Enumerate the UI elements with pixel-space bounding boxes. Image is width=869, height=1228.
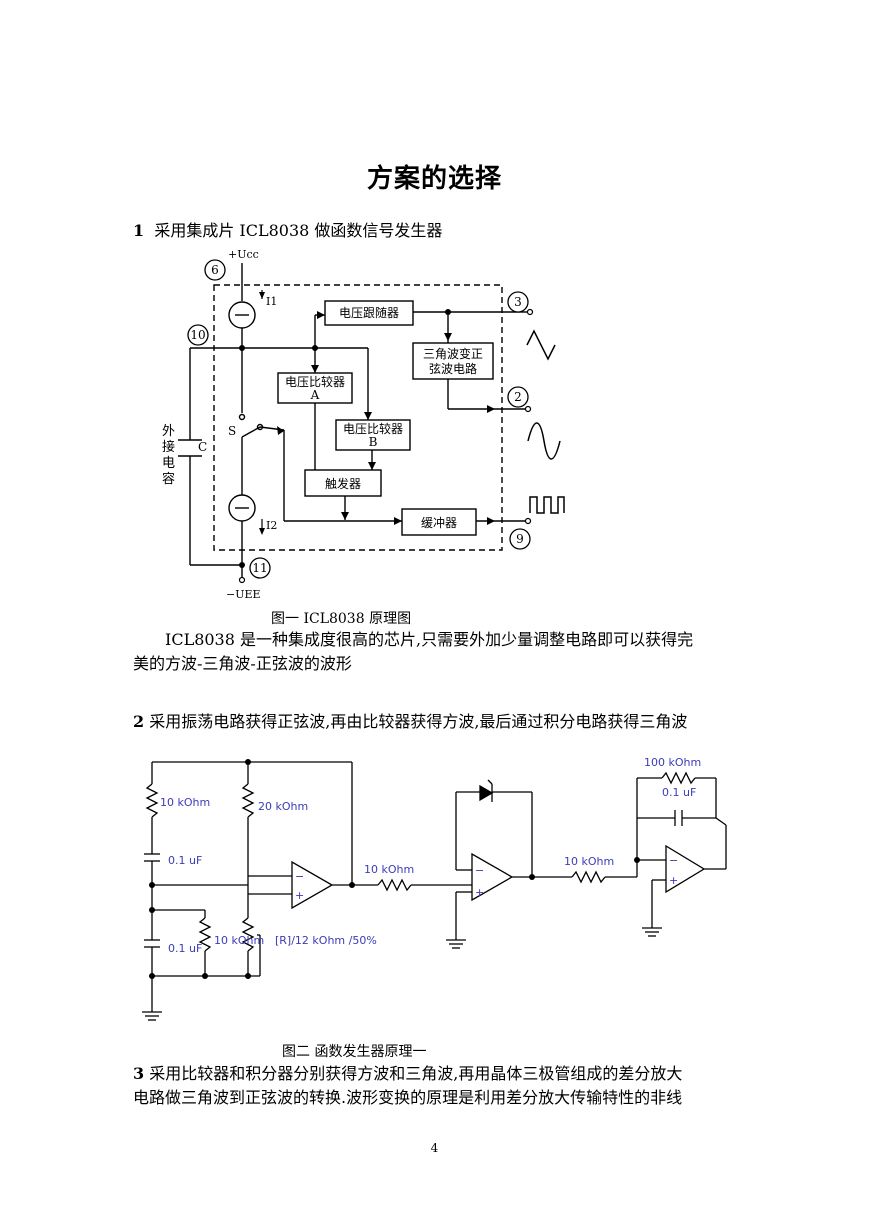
opamp-comparator — [291, 860, 334, 910]
comparator-a-label: 电压比较器 — [285, 374, 345, 389]
pin-6-label: 6 — [211, 263, 219, 277]
function-generator-schematic: − + − + − + 10 kOhm 20 kOhm 0.1 uF 0.1 u… — [142, 756, 727, 1021]
label-c2: 0.1 uF — [168, 942, 202, 955]
voltage-follower-block — [324, 300, 414, 326]
label-r3: 10 kOhm — [214, 934, 264, 947]
capacitor-label: C — [198, 440, 207, 454]
figure1-caption: 图一 ICL8038 原理图 — [271, 611, 412, 627]
zener-diode — [479, 784, 494, 802]
section1-para-line2: 美的方波-三角波-正弦波的波形 — [133, 654, 352, 673]
pin-11-label: 11 — [252, 561, 267, 575]
section1-paragraph: ICL8038 是一种集成度很高的芯片,只需要外加少量调整电路即可以获得完 美的… — [133, 628, 743, 676]
section3-line1-wrap: 3 采用比较器和积分器分别获得方波和三角波,再用晶体三极管组成的差分放大 — [133, 1062, 743, 1086]
pin-10-label: 10 — [190, 328, 205, 342]
resistor-10k-r4 — [377, 878, 412, 892]
pin-9 — [509, 528, 531, 550]
i2-label: I2 — [266, 519, 277, 532]
section3-paragraph: 3 采用比较器和积分器分别获得方波和三角波,再用晶体三极管组成的差分放大 电路做… — [133, 1062, 743, 1110]
section2-heading-line: 2 采用振荡电路获得正弦波,再由比较器获得方波,最后通过积分电路获得三角波 — [133, 710, 687, 734]
section1-heading-line: 1 采用集成片 ICL8038 做函数信号发生器 — [133, 219, 442, 243]
sine-converter-label-2: 弦波电路 — [429, 361, 477, 376]
label-rf: 100 kOhm — [644, 756, 701, 769]
figure2-caption: 图二 函数发生器原理一 — [282, 1044, 427, 1060]
section2-heading: 采用振荡电路获得正弦波,再由比较器获得方波,最后通过积分电路获得三角波 — [149, 712, 688, 731]
comparator-b-block — [335, 419, 411, 451]
section3-line2: 电路做三角波到正弦波的转换.波形变换的原理是利用差分放大传输特性的非线 — [133, 1088, 683, 1107]
section1-number: 1 — [133, 221, 145, 240]
comparator-b-label: 电压比较器 — [343, 421, 403, 436]
label-r2: 20 kOhm — [258, 800, 308, 813]
label-r1: 10 kOhm — [160, 796, 210, 809]
label-cf: 0.1 uF — [662, 786, 696, 799]
potentiometer — [241, 917, 255, 952]
pin-2-label: 2 — [514, 390, 522, 404]
section3-line1: 采用比较器和积分器分别获得方波和三角波,再用晶体三极管组成的差分放大 — [149, 1064, 683, 1083]
svg-text:+: + — [669, 874, 678, 887]
opamp-integrator — [665, 844, 706, 894]
comparator-a-block — [277, 372, 353, 404]
triangle-wave-icon — [526, 329, 556, 361]
section1-heading: 采用集成片 ICL8038 做函数信号发生器 — [154, 221, 443, 240]
label-c1: 0.1 uF — [168, 854, 202, 867]
label-r4: 10 kOhm — [364, 863, 414, 876]
square-wave-icon — [529, 496, 565, 514]
pin-6 — [204, 259, 226, 281]
i1-label: I1 — [266, 295, 277, 308]
pin-3 — [507, 291, 529, 313]
svg-text:−: − — [295, 870, 304, 883]
label-r5: 10 kOhm — [564, 855, 614, 868]
comparator-a-letter: A — [310, 388, 320, 402]
pin-2 — [507, 386, 529, 408]
buffer-label: 缓冲器 — [421, 515, 457, 530]
resistor-10k-left — [145, 783, 159, 818]
svg-text:−: − — [475, 864, 484, 877]
pin-9-label: 9 — [516, 532, 524, 546]
svg-text:−: − — [669, 854, 678, 867]
sine-converter-label-1: 三角波变正 — [423, 346, 483, 361]
ext-cap-char-1: 外 — [162, 424, 175, 439]
section3-number: 3 — [133, 1064, 145, 1083]
pin-10 — [187, 324, 209, 346]
opamp-2 — [471, 852, 514, 902]
sine-wave-icon — [527, 422, 561, 460]
sine-converter-block — [412, 342, 494, 380]
ucc-label: +Ucc — [228, 248, 259, 261]
resistor-10k-middle — [198, 917, 212, 952]
section2-number: 2 — [133, 712, 145, 731]
svg-text:+: + — [295, 889, 304, 902]
label-pot: [R]/12 kOhm /50% — [275, 934, 377, 947]
trigger-label: 触发器 — [325, 476, 361, 491]
switch-label: S — [228, 424, 236, 438]
resistor-100k — [661, 771, 696, 785]
ext-cap-char-2: 接 — [162, 439, 175, 455]
trigger-block — [304, 469, 382, 497]
uee-label: −UEE — [226, 588, 261, 601]
pin-3-label: 3 — [514, 295, 522, 309]
resistor-10k-r5 — [571, 870, 606, 884]
comparator-b-letter: B — [369, 435, 378, 449]
icl8038-block-diagram: +Ucc −UEE 6 10 3 2 9 11 I1 I2 S C 外 接 电 … — [162, 248, 565, 601]
voltage-follower-label: 电压跟随器 — [339, 305, 399, 320]
buffer-block — [401, 508, 477, 536]
ext-cap-char-4: 容 — [162, 471, 175, 487]
page-title: 方案的选择 — [366, 164, 502, 194]
resistor-20k — [241, 783, 255, 818]
chip-boundary — [213, 284, 503, 551]
pin-11 — [249, 557, 271, 579]
svg-text:+: + — [475, 886, 484, 899]
page-number: 4 — [430, 1141, 439, 1155]
section1-para-line1: ICL8038 是一种集成度很高的芯片,只需要外加少量调整电路即可以获得完 — [165, 630, 694, 649]
ext-cap-char-3: 电 — [162, 456, 175, 471]
